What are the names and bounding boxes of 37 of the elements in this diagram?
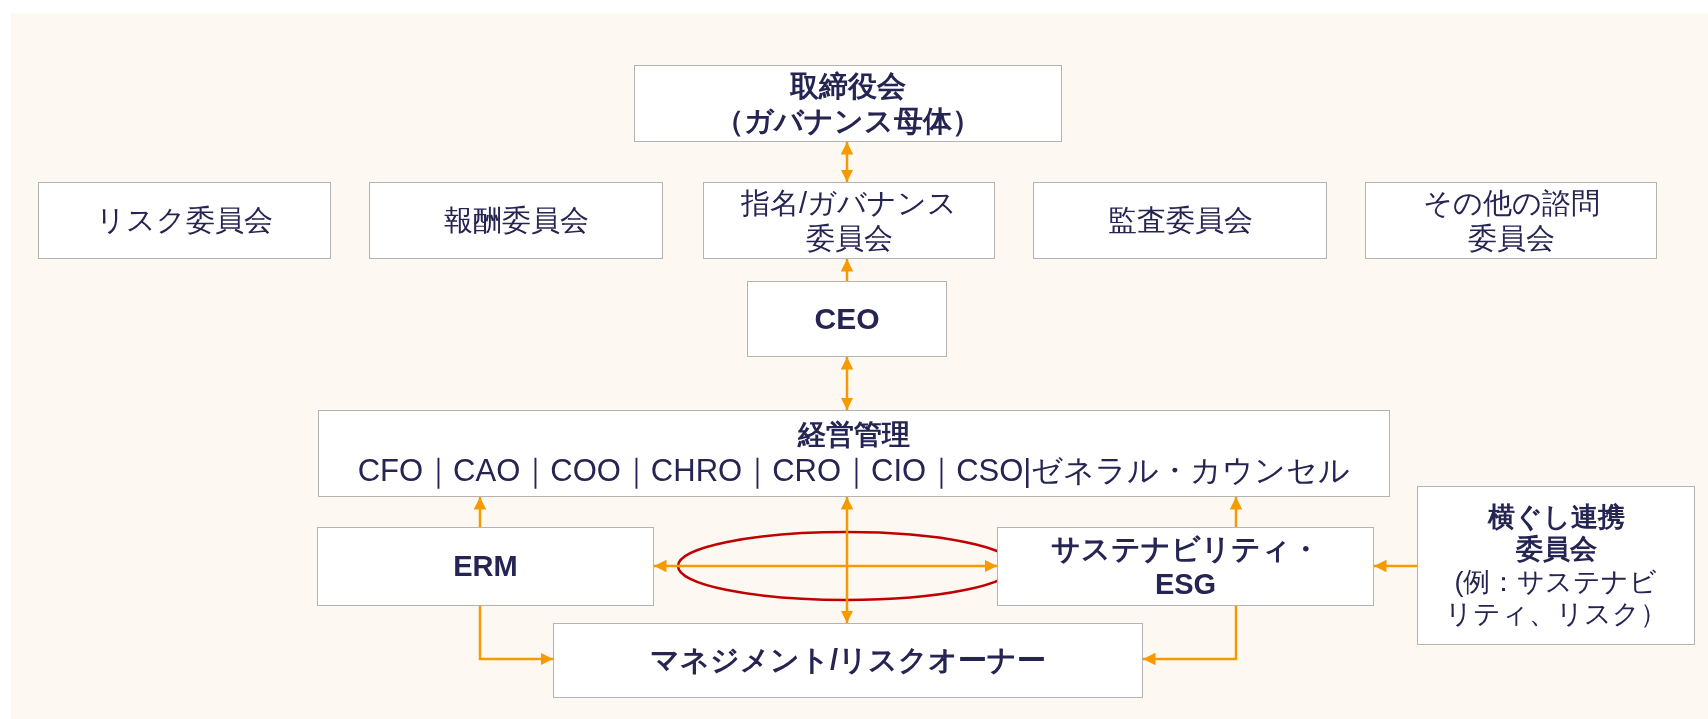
box-label: 監査委員会 [1107,203,1253,238]
org-box [317,527,654,606]
box-label: ERM [453,549,518,584]
box-label: 経営管理 [798,418,910,452]
arrow [1229,497,1243,527]
org-box [369,182,663,259]
box-label: リスク委員会 [96,203,273,238]
org-box [747,281,947,357]
box-label: 報酬委員会 [443,203,589,238]
box-label: 指名/ガバナンス委員会 [739,185,959,256]
org-box [1365,182,1657,259]
arrow [840,259,854,281]
box-subtext: CFO｜CAO｜COO｜CHRO｜CRO｜CIO｜CSO|ゼネラル・カウンセル [357,451,1351,489]
arrow [840,357,854,410]
org-box [38,182,331,259]
box-label: マネジメント/リスクオーナー [649,643,1047,678]
arrow [840,142,854,182]
arrow [478,606,553,666]
box-label: CEO [814,301,880,337]
arrow [473,497,487,527]
arrow [840,497,854,623]
org-box [318,410,1390,497]
org-box [1417,486,1695,645]
arrow [1143,606,1238,666]
box-label: その他の諮問委員会 [1421,185,1601,256]
box-label: 横ぐし連携委員会 [1486,500,1626,566]
box-subtext: (例：サステナビリティ、リスク） [1445,565,1667,631]
box-subtext: （ガバナンス母体） [715,103,981,139]
org-box [553,623,1143,698]
org-box [1033,182,1327,259]
org-box [634,65,1062,142]
arrow [654,559,997,573]
box-label: 取締役会 [790,68,906,104]
box-label: サステナビリティ・ESG [1050,531,1321,602]
org-box [703,182,995,259]
org-box [997,527,1374,606]
arrow [1374,559,1417,573]
